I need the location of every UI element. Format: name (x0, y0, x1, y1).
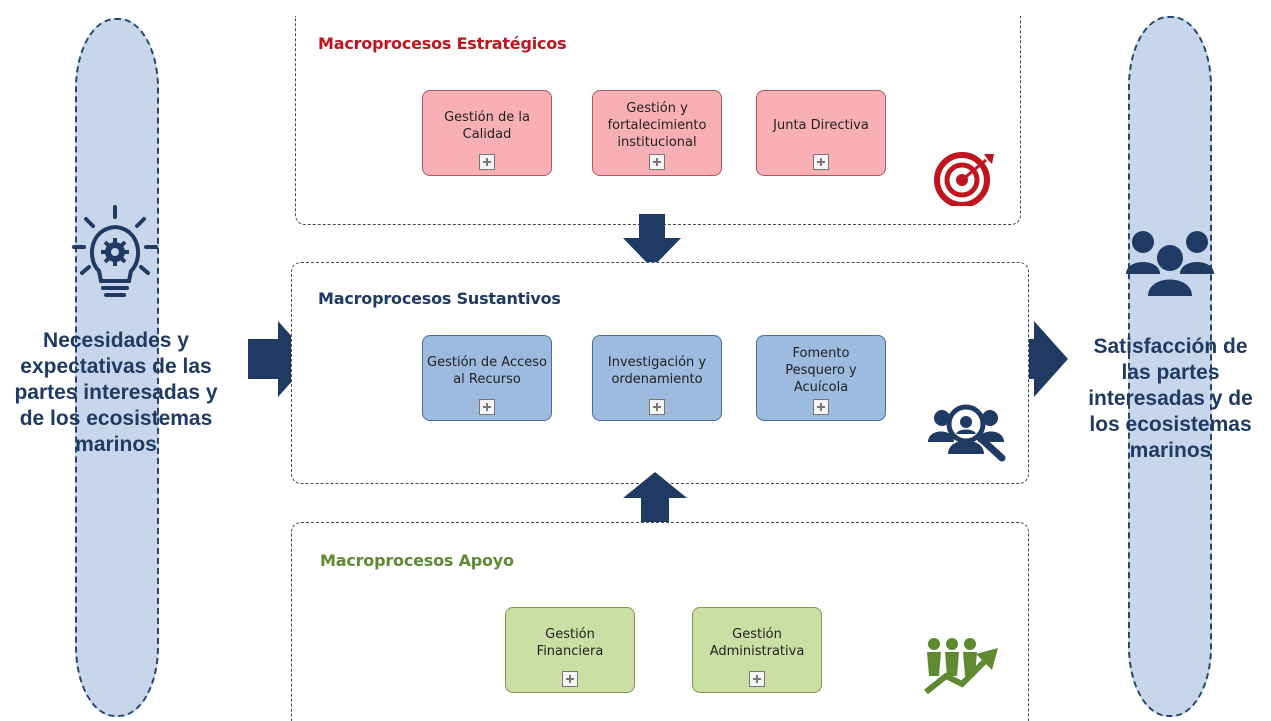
substantive-box-investigacion[interactable]: Investigación y ordenamiento (592, 335, 722, 421)
people-search-icon (928, 402, 1008, 462)
expand-icon[interactable] (749, 671, 765, 687)
left-pill-text: Necesidades y expectativas de las partes… (14, 329, 218, 456)
support-title: Macroprocesos Apoyo (320, 551, 514, 570)
substantive-title: Macroprocesos Sustantivos (318, 289, 561, 308)
input-arrow (248, 321, 312, 397)
box-label: Gestión Financiera (536, 626, 604, 659)
expand-icon[interactable] (813, 399, 829, 415)
down-arrow (623, 214, 681, 268)
strategic-box-fortalecimiento[interactable]: Gestión y fortalecimiento institucional (592, 90, 722, 176)
right-output-pill (1128, 16, 1212, 717)
box-label: Investigación y ordenamiento (607, 354, 707, 387)
expand-icon[interactable] (562, 671, 578, 687)
support-box-administrativa[interactable]: Gestión Administrativa (692, 607, 822, 693)
expand-icon[interactable] (649, 399, 665, 415)
expand-icon[interactable] (649, 154, 665, 170)
substantive-box-fomento[interactable]: Fomento Pesquero y Acuícola (756, 335, 886, 421)
box-label: Gestión de Acceso al Recurso (427, 354, 547, 387)
right-pill-text: Satisfacción de las partes interesadas y… (1088, 335, 1253, 462)
people-growth-icon (924, 636, 1004, 694)
box-label: Gestión y fortalecimiento institucional (607, 101, 707, 150)
expand-icon[interactable] (813, 154, 829, 170)
strategic-title: Macroprocesos Estratégicos (318, 34, 567, 53)
substantive-box-acceso[interactable]: Gestión de Acceso al Recurso (422, 335, 552, 421)
box-label: Gestión de la Calidad (444, 109, 530, 142)
left-input-pill (75, 18, 159, 717)
people-group-icon (1126, 228, 1214, 298)
lightbulb-gear-icon (72, 205, 158, 305)
support-box-financiera[interactable]: Gestión Financiera (505, 607, 635, 693)
strategic-box-calidad[interactable]: Gestión de la Calidad (422, 90, 552, 176)
strategic-box-junta[interactable]: Junta Directiva (756, 90, 886, 176)
box-label: Fomento Pesquero y Acuícola (785, 346, 857, 395)
expand-icon[interactable] (479, 154, 495, 170)
support-panel (291, 522, 1029, 721)
up-arrow (623, 472, 687, 522)
box-label: Junta Directiva (773, 118, 869, 133)
expand-icon[interactable] (479, 399, 495, 415)
target-icon (932, 150, 998, 206)
box-label: Gestión Administrativa (709, 626, 805, 659)
